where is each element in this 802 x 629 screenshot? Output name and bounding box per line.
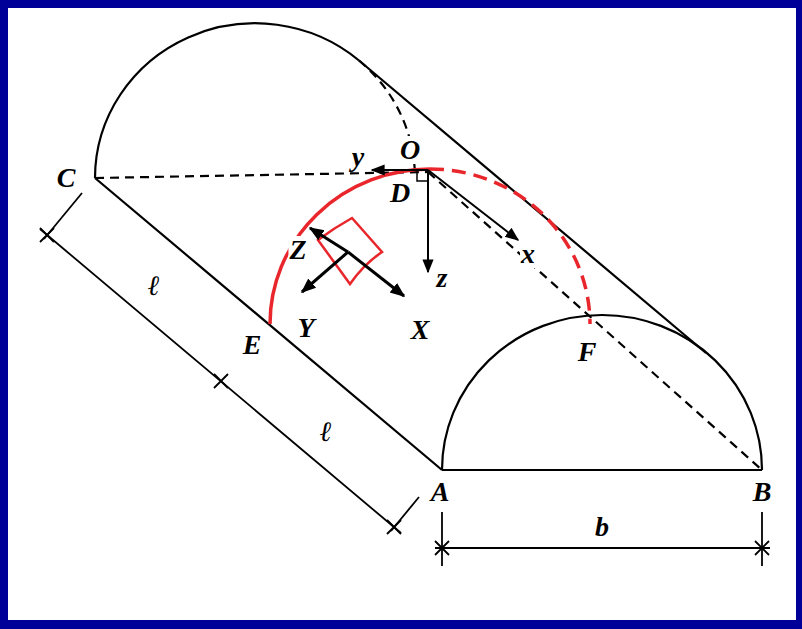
axis-label: z	[436, 264, 449, 292]
white-panel	[8, 8, 796, 620]
point-label: A	[430, 478, 451, 506]
dimension-tick	[755, 541, 769, 555]
dimension-tick	[387, 520, 401, 534]
axis-label: X	[410, 316, 431, 344]
right-angle-mark	[417, 170, 428, 181]
point-label: E	[242, 331, 263, 359]
point-label: B	[752, 478, 773, 506]
axis-local-x	[348, 252, 404, 296]
silhouette-line	[359, 61, 706, 354]
axis-label: y	[351, 143, 365, 171]
point-label: C	[56, 164, 77, 192]
extension-line	[761, 512, 763, 566]
dimension-tick	[40, 228, 54, 242]
global-axes	[372, 170, 518, 272]
dimension-label: ℓ	[319, 418, 333, 446]
axis-local-z	[310, 228, 348, 252]
section-arc	[270, 169, 430, 324]
point-label: F	[577, 338, 598, 366]
section-arc-hidden	[430, 169, 590, 324]
axis-label: Z	[288, 236, 307, 264]
axis-local-y	[302, 252, 348, 292]
dimension-label: ℓ	[147, 272, 161, 300]
dimension-label: b	[594, 513, 610, 541]
dimension-line	[435, 547, 770, 549]
back-arc	[95, 23, 359, 178]
point-label: D	[389, 179, 411, 207]
front-base	[442, 469, 762, 471]
diagonal-hidden	[428, 172, 762, 470]
dimension-line	[40, 229, 401, 533]
axis-label: x	[520, 240, 536, 268]
extension-line	[441, 512, 443, 566]
point-label: O	[399, 136, 421, 164]
length-dimension	[40, 193, 419, 534]
dimension-tick	[214, 374, 228, 388]
front-arc	[442, 315, 762, 470]
axis-label: Y	[296, 314, 315, 342]
shell-outline	[95, 23, 762, 470]
axis-y	[372, 169, 428, 171]
axis-z	[427, 170, 429, 272]
local-axes	[302, 228, 404, 296]
width-dimension	[435, 512, 770, 566]
axis-x	[428, 170, 518, 240]
shell-element	[318, 218, 382, 284]
mid-section	[270, 169, 590, 324]
dimension-tick	[435, 541, 449, 555]
